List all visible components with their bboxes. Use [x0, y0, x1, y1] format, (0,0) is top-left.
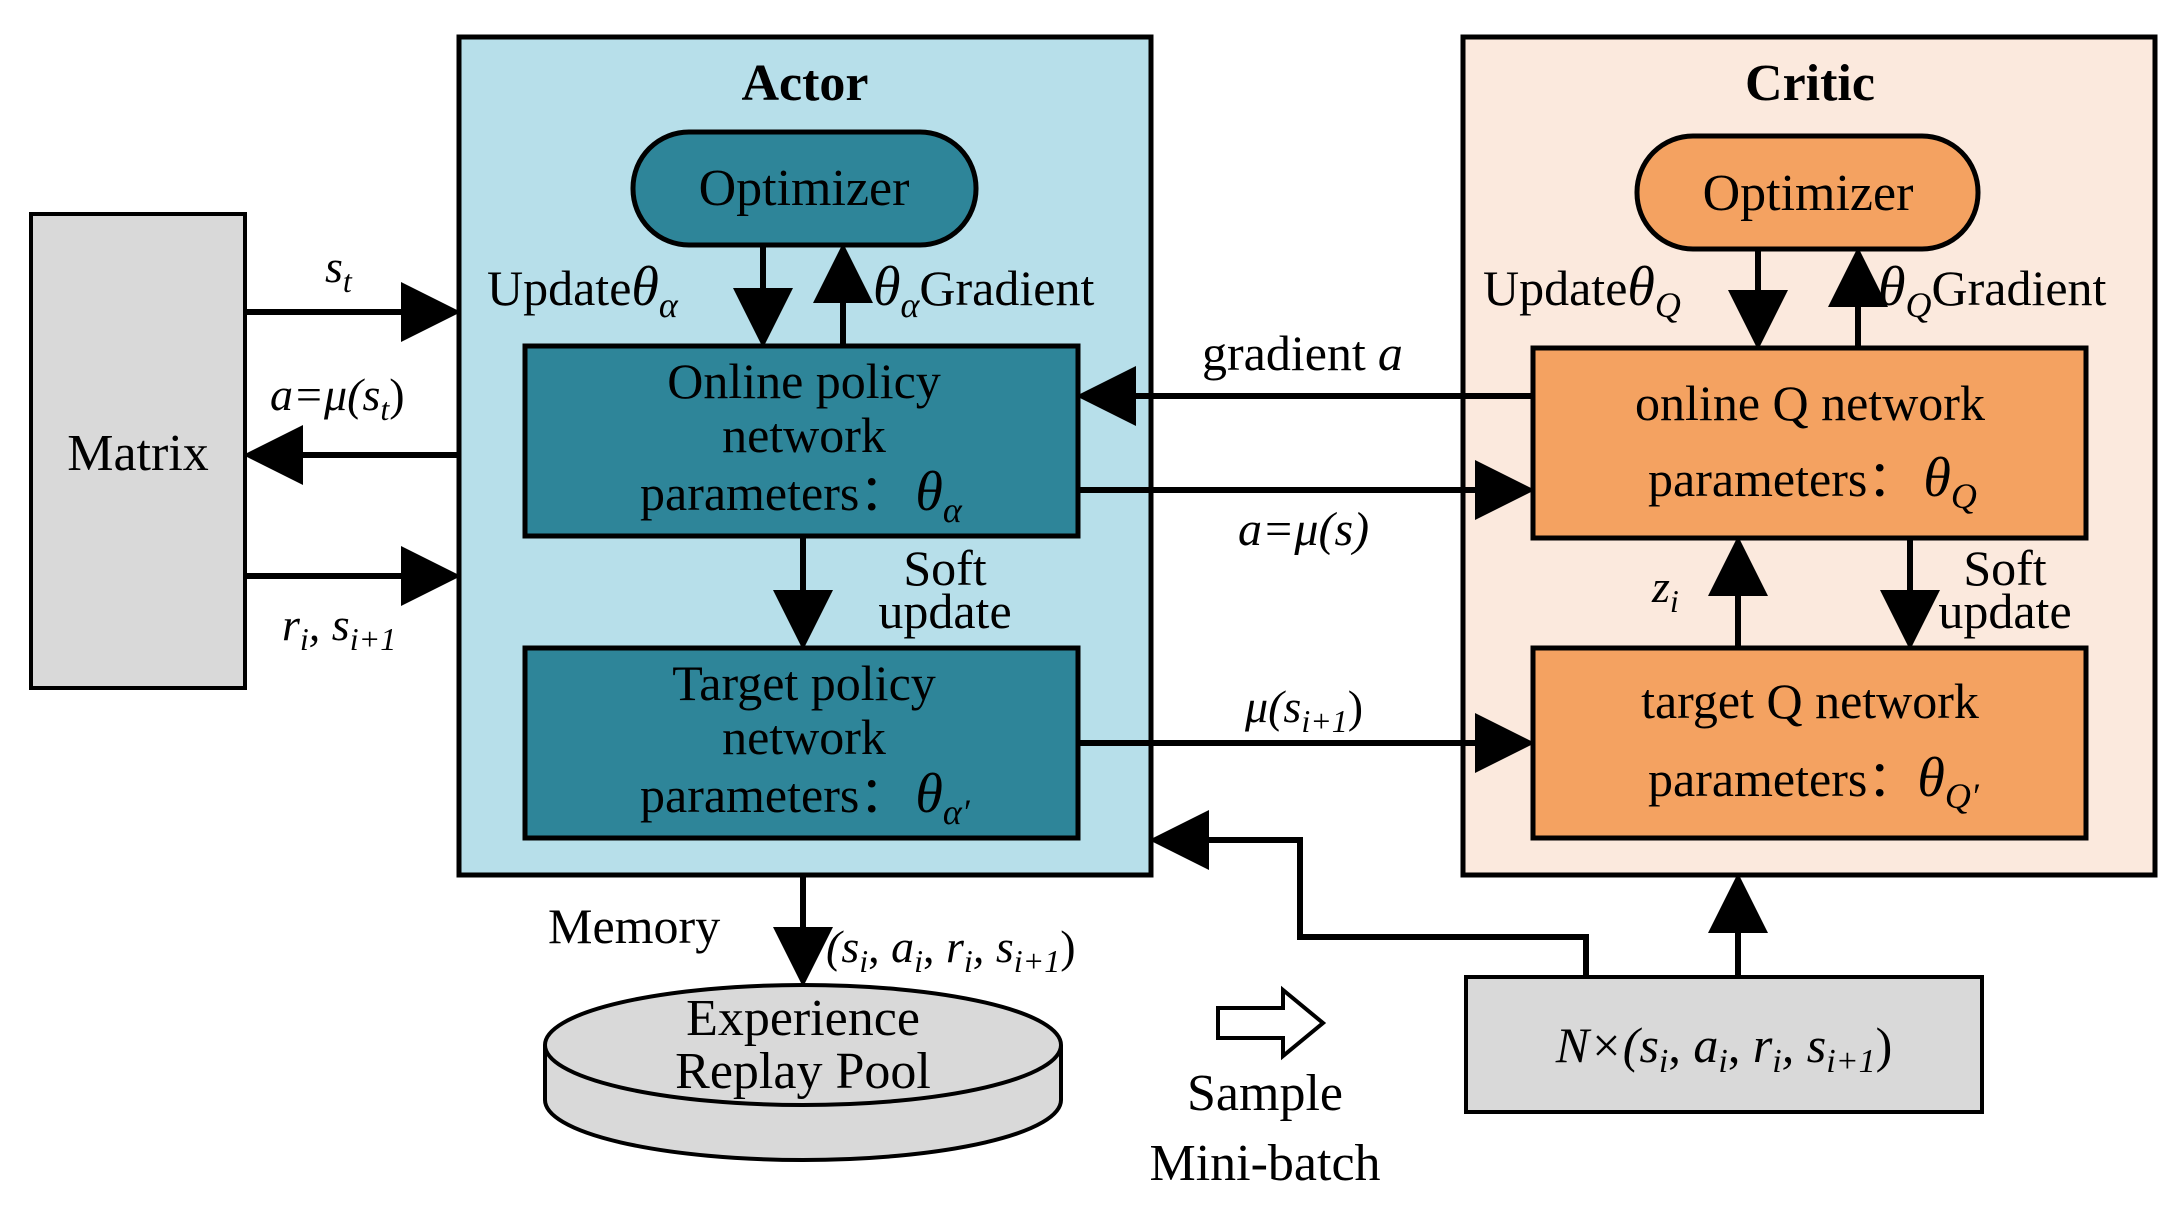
critic-online-line2: parameters：θQ	[1648, 447, 1977, 516]
actor-online-line3: parameters：θα	[640, 461, 963, 530]
label-ri-si1: ri, si+1	[282, 599, 396, 657]
actor-online-line2: network	[722, 407, 886, 463]
label-actor-update: Updateθα	[487, 256, 679, 325]
label-critic-update: UpdateθQ	[1483, 256, 1681, 325]
label-actor-soft: Soft	[903, 540, 986, 596]
critic-optimizer-label: Optimizer	[1703, 165, 1914, 222]
label-a-mu-st: a=μ(st)	[270, 369, 405, 427]
label-memory: Memory	[548, 898, 720, 954]
critic-target-line2: parameters：θQ′	[1648, 747, 1980, 816]
minibatch-label: Mini-batch	[1149, 1135, 1380, 1192]
actor-optimizer	[630, 129, 979, 248]
label-st: st	[325, 241, 353, 299]
label-actor-gradient: θαGradient	[873, 256, 1094, 325]
label-memory-tuple: (si, ai, ri, si+1)	[826, 921, 1076, 979]
critic-online-line1: online Q network	[1635, 375, 1985, 431]
label-actor-soft-update: update	[878, 583, 1011, 639]
label-critic-gradient: θQGradient	[1878, 256, 2107, 325]
sample-arrow	[1216, 985, 1327, 1061]
label-critic-soft: Soft	[1963, 540, 2046, 596]
label-a-mu-s: a=μ(s)	[1238, 503, 1369, 556]
sample-label: Sample	[1187, 1065, 1343, 1122]
minibatch-box	[1464, 975, 1984, 1114]
pool-line1: Experience	[686, 990, 920, 1047]
minibatch-text: N×(si, ai, ri, si+1)	[1555, 1017, 1893, 1080]
arrow-minibatch-to-actor	[1149, 810, 1589, 977]
matrix-label: Matrix	[67, 425, 209, 482]
critic-online-network	[1530, 345, 2089, 541]
actor-title: Actor	[741, 55, 868, 112]
actor-optimizer-label: Optimizer	[699, 160, 910, 217]
critic-target-line1: target Q network	[1641, 673, 1979, 729]
actor-target-line1: Target policy	[672, 655, 936, 711]
label-zi: zi	[1651, 561, 1679, 619]
label-critic-soft-update: update	[1938, 583, 2071, 639]
actor-target-network	[522, 645, 1081, 841]
label-mu-si1: μ(si+1)	[1244, 681, 1363, 739]
actor-online-line1: Online policy	[667, 353, 941, 409]
actor-target-line2: network	[722, 709, 886, 765]
actor-online-network	[522, 343, 1081, 539]
experience-replay-pool: Experience Replay Pool	[543, 983, 1063, 1162]
matrix-box	[29, 212, 247, 690]
actor-target-line3: parameters：θα′	[640, 763, 971, 832]
pool-line2: Replay Pool	[675, 1043, 931, 1100]
critic-optimizer	[1634, 133, 1981, 252]
critic-title: Critic	[1745, 55, 1875, 112]
critic-target-network	[1530, 645, 2089, 841]
